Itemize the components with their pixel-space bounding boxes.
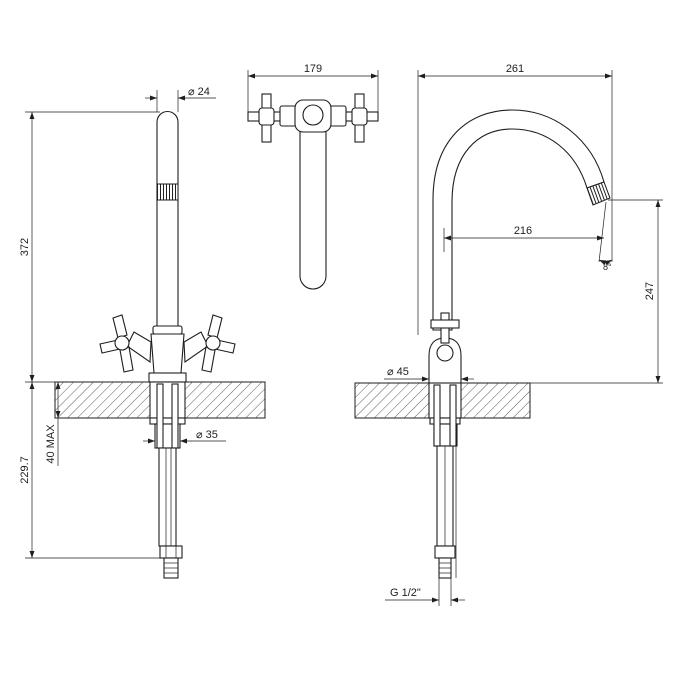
dimension-label-outlet-angle: 8° <box>603 262 612 272</box>
supply-hose <box>158 447 177 547</box>
top-body-center <box>302 104 324 126</box>
shank <box>149 381 186 419</box>
top-left-valve <box>279 105 297 127</box>
dimension-label-outlet-height: 247 <box>644 282 656 300</box>
dimension-label-height: 372 <box>19 238 31 256</box>
dimension-label-projection: 216 <box>514 225 532 237</box>
spout-top-view <box>299 125 327 290</box>
threaded-rod-right <box>171 383 179 449</box>
right-handle-arm-up <box>207 314 223 339</box>
dimension-label-reach: 261 <box>506 63 524 75</box>
dimension-label-counter-thickness: 40 MAX <box>45 424 57 464</box>
front-view: 372 229.7 40 MAX ⌀ 24 <box>19 86 266 579</box>
dimension-label-handle-span: 179 <box>304 63 322 75</box>
top-right-handle-hub <box>351 107 368 126</box>
top-view: 179 <box>247 63 379 290</box>
fixing-nut <box>149 417 186 425</box>
left-handle-arm-down <box>119 346 134 373</box>
top-left-handle-hub <box>258 107 275 126</box>
spout-tube <box>156 111 179 330</box>
left-handle-arm-up <box>112 314 128 339</box>
top-right-valve <box>329 105 347 127</box>
side-handle-bar <box>430 319 460 329</box>
right-handle-arm-down <box>201 346 216 373</box>
aerator <box>156 183 179 201</box>
side-view: 261 216 8° 247 ⌀ 45 <box>354 63 663 606</box>
threaded-rod-left <box>156 383 164 449</box>
outlet-angle-line <box>598 201 607 263</box>
outlet-angle-arc <box>598 259 613 266</box>
right-handle-hub <box>205 335 221 351</box>
faucet-body <box>150 333 185 374</box>
dimension-label-connection-thread: G 1/2" <box>390 587 421 599</box>
base-ring <box>148 372 187 383</box>
left-handle <box>99 314 152 373</box>
dimension-label-shank-length: 229.7 <box>19 456 31 484</box>
body-collar <box>152 325 183 335</box>
side-hose-hex-nut <box>434 545 456 559</box>
right-handle <box>183 314 236 373</box>
side-threaded-rod <box>433 384 441 447</box>
side-handle-hub <box>436 344 454 362</box>
hose-hex-nut <box>159 545 183 559</box>
dimension-label-spout-diameter: ⌀ 24 <box>188 86 210 98</box>
dimension-label-base-diameter: ⌀ 45 <box>387 366 409 378</box>
spout-aerator <box>586 181 611 206</box>
dimension-label-shank-diameter: ⌀ 35 <box>196 429 218 441</box>
side-threaded-rod <box>449 384 457 447</box>
gooseneck-spout <box>432 109 605 331</box>
left-handle-hub <box>114 335 130 351</box>
